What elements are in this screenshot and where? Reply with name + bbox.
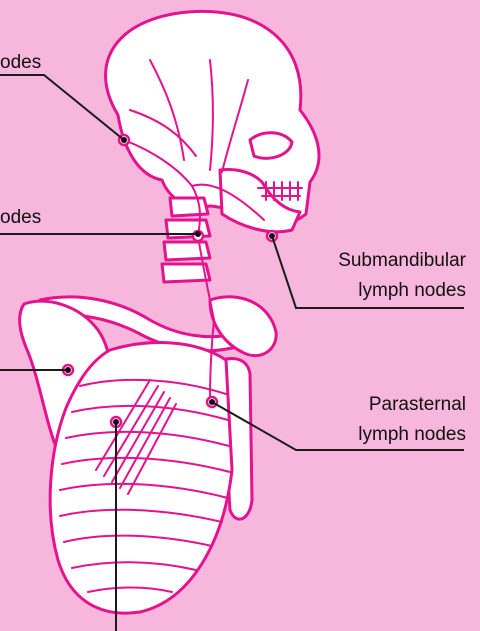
submandibular-label-line2: lymph nodes: [296, 278, 466, 303]
leader-dot-parasternal: [209, 399, 215, 405]
leader-dot-submandibular: [269, 233, 275, 239]
occipital-label-partial: odes: [0, 50, 41, 75]
submandibular-label-line1: Submandibular: [296, 248, 466, 273]
parasternal-label-line1: Parasternal: [296, 392, 466, 417]
leader-dot-cervical: [195, 231, 201, 237]
leader-dot-intercostal: [113, 419, 119, 425]
leader-dot-occipital: [121, 137, 127, 143]
cervical-label-partial: odes: [0, 205, 41, 230]
leader-dot-axillary: [65, 367, 71, 373]
parasternal-label-line2: lymph nodes: [296, 422, 466, 447]
rib-cage: [50, 343, 232, 614]
